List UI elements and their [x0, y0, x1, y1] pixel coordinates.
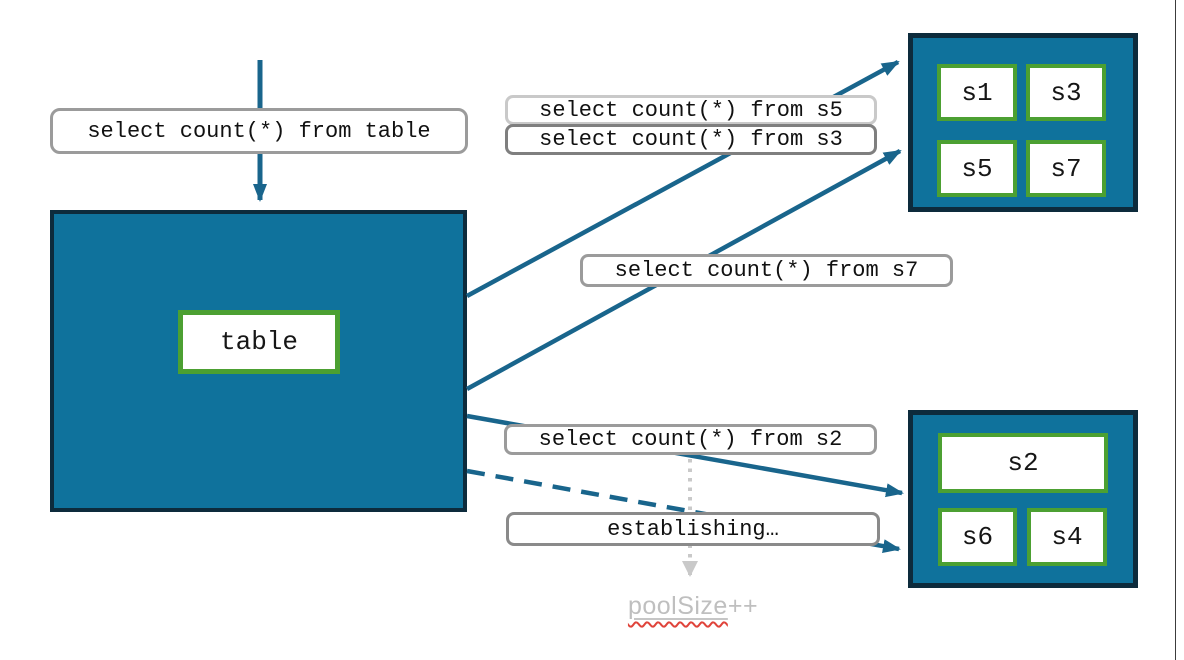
- table-node-label: table: [178, 310, 340, 374]
- shard-s5: s5: [937, 140, 1017, 197]
- shard-pool-bottom: s2 s6 s4: [908, 410, 1138, 588]
- query-label-from-s2: select count(*) from s2: [504, 424, 877, 455]
- shard-s1: s1: [937, 64, 1017, 121]
- pool-size-suffix: ++: [727, 592, 759, 620]
- table-node: table: [50, 210, 467, 512]
- query-label-from-s3: select count(*) from s3: [505, 124, 877, 155]
- shard-s3: s3: [1026, 64, 1106, 121]
- shard-s6: s6: [938, 508, 1017, 566]
- query-label-from-s5: select count(*) from s5: [505, 95, 877, 125]
- pool-size-word: poolSize: [627, 592, 728, 620]
- pool-size-label: poolSize++: [553, 592, 833, 621]
- shard-s4: s4: [1027, 508, 1107, 566]
- shard-s2: s2: [938, 433, 1108, 493]
- query-label-from-table: select count(*) from table: [50, 108, 468, 154]
- slide-edge-line: [1175, 0, 1176, 660]
- query-label-establishing: establishing…: [506, 512, 880, 546]
- pool-size-word-underline: poolSize: [628, 592, 728, 620]
- shard-pool-top: s1 s3 s5 s7: [908, 33, 1138, 212]
- shard-s7: s7: [1026, 140, 1106, 197]
- query-label-from-s7: select count(*) from s7: [580, 254, 953, 287]
